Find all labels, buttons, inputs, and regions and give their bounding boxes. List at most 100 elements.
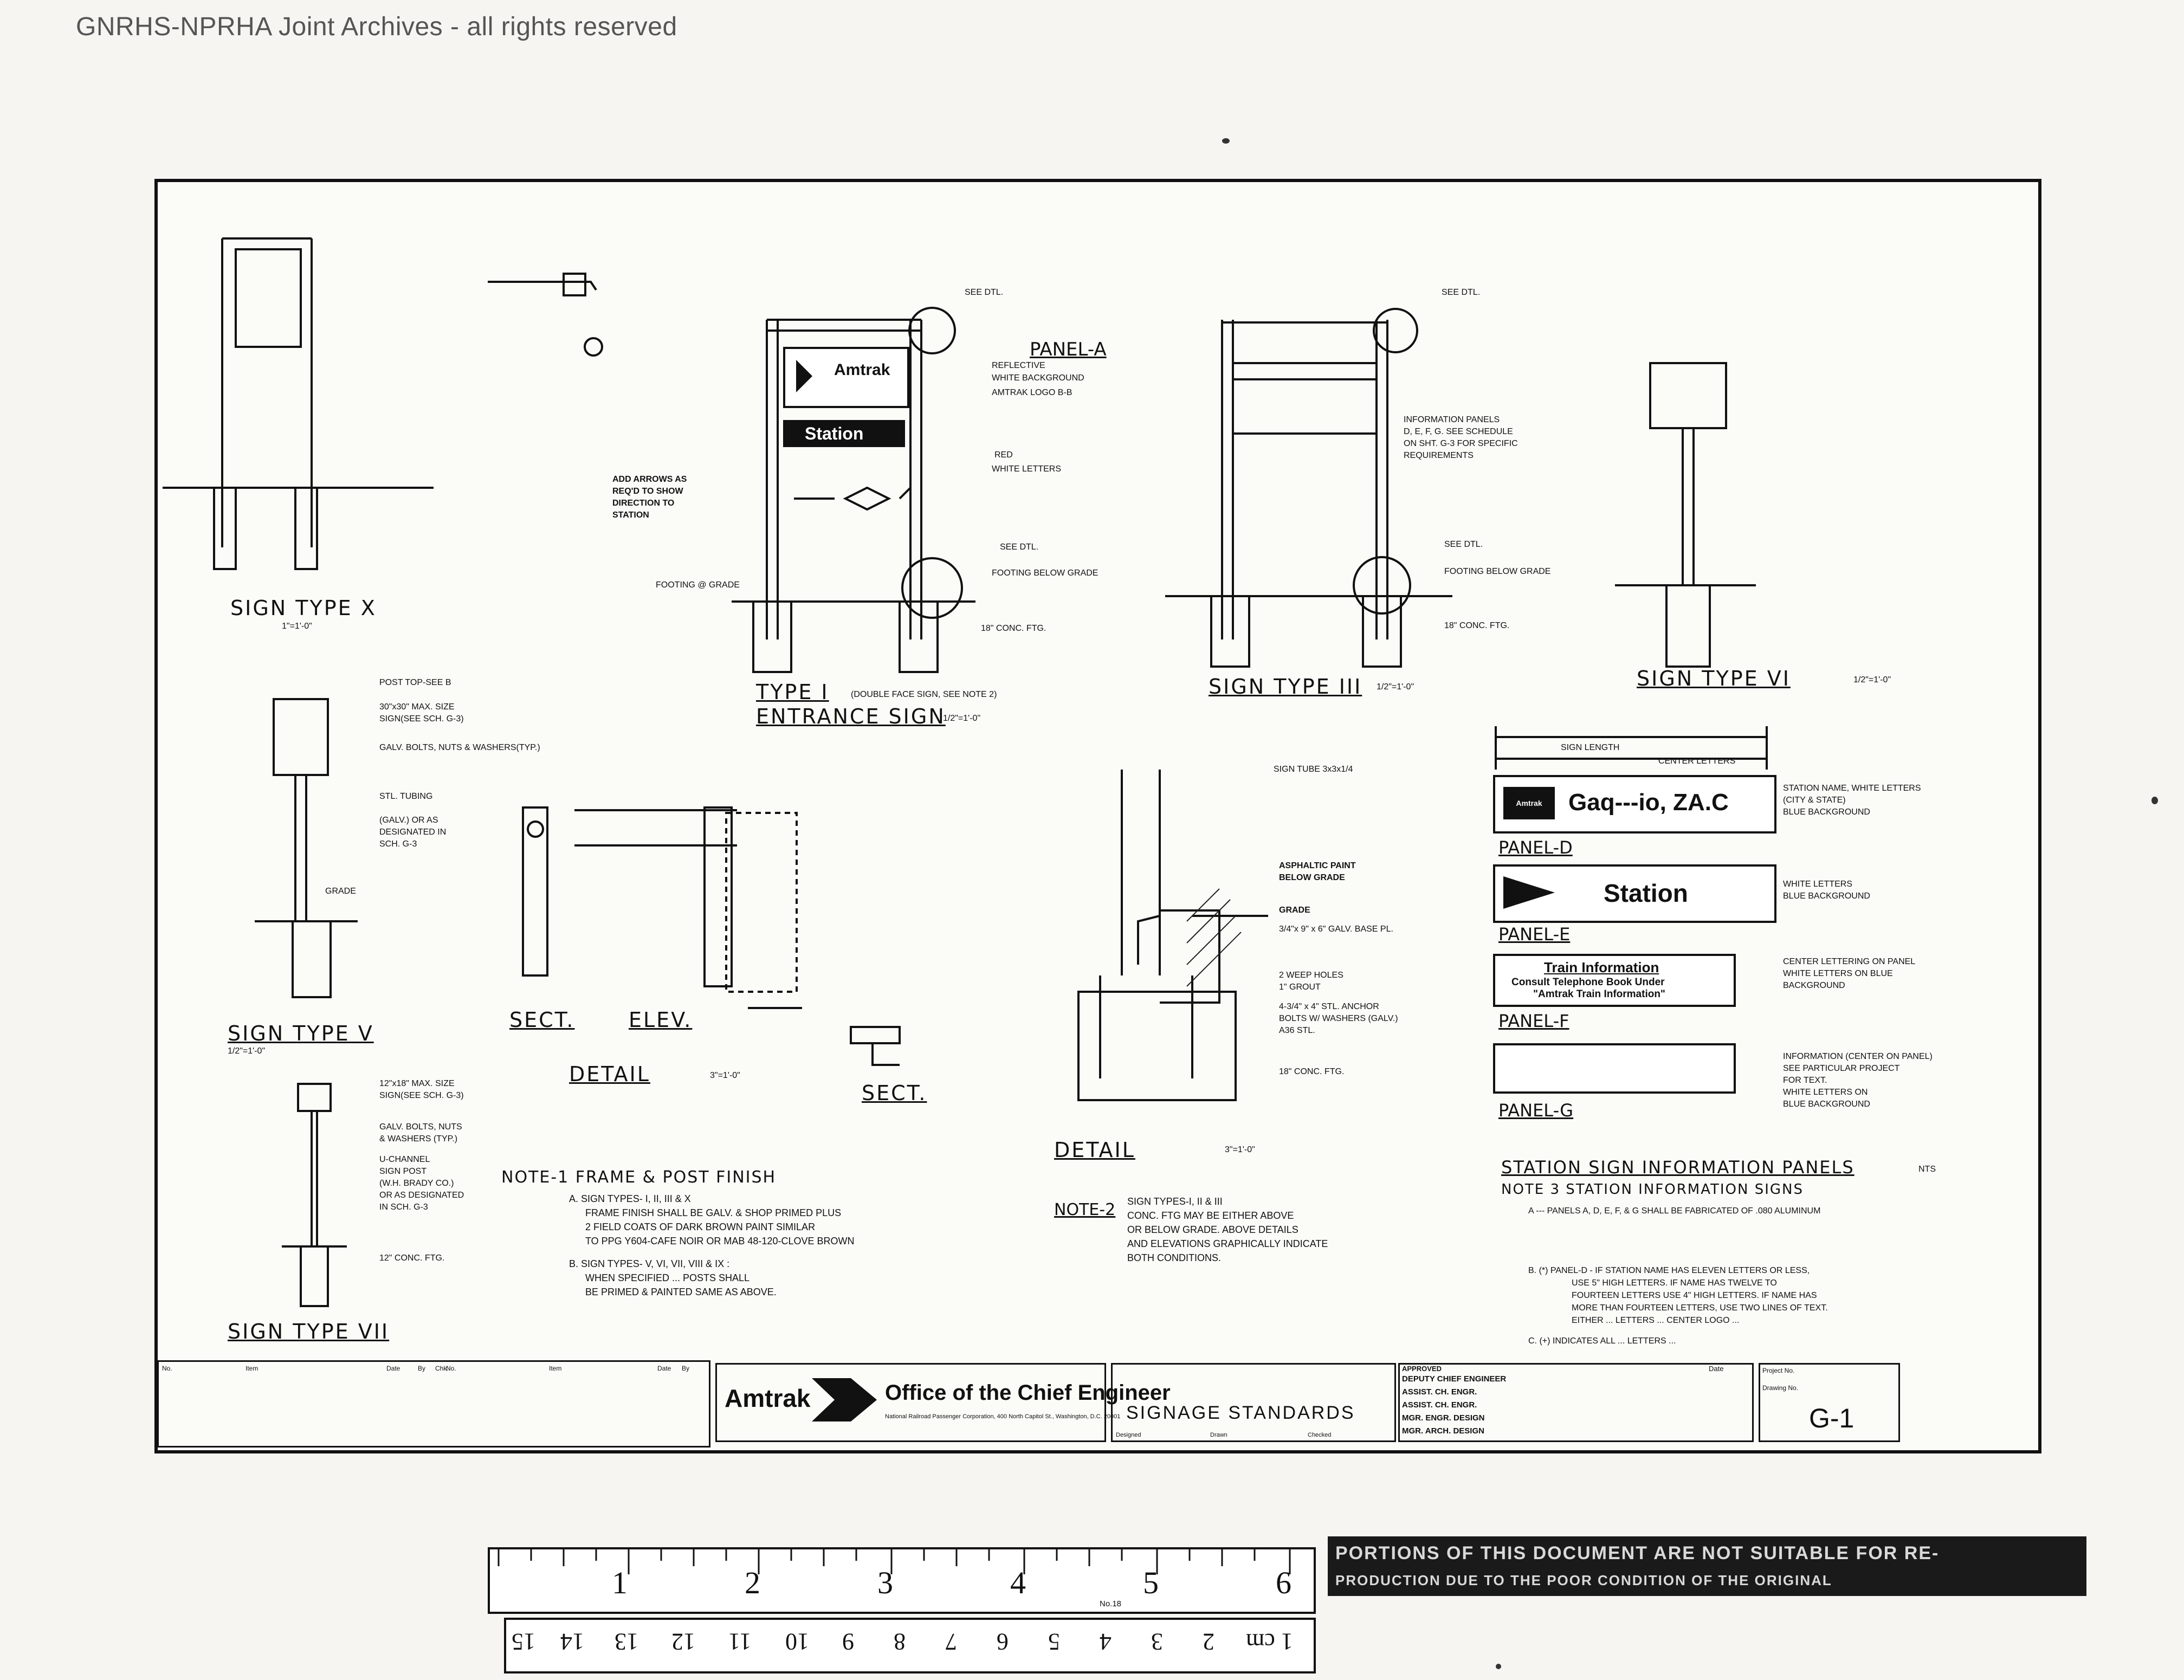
detail-text-4: BOLTS W/ WASHERS (GALV.) (1279, 1014, 1398, 1023)
note-1-line-5: B. SIGN TYPES- V, VI, VII, VIII & IX : (569, 1258, 730, 1269)
red-callout: RED (994, 450, 1013, 460)
reproduction-stamp: PORTIONS OF THIS DOCUMENT ARE NOT SUITAB… (1328, 1536, 2086, 1596)
cm-ruler: 1 cm 2 3 4 5 6 7 8 9 10 11 12 13 14 15 (504, 1618, 1316, 1673)
ruler-inch-1: 1 (612, 1565, 628, 1600)
note-3-line-1: A --- PANELS A, D, E, F, & G SHALL BE FA… (1528, 1206, 1821, 1216)
add-arrows-1: ADD ARROWS AS (612, 475, 687, 484)
type-vii-note-9: IN SCH. G-3 (379, 1203, 428, 1212)
sign-type-vii-title: SIGN TYPE VII (228, 1320, 390, 1343)
drawing-number-block: Project No. Drawing No. G-1 (1759, 1363, 1900, 1442)
type-v-note-5: STL. TUBING (379, 792, 433, 801)
see-dtl-type-iii: SEE DTL. (1444, 540, 1483, 549)
detail-text-2: 3/4"x 9" x 6" GALV. BASE PL. (1279, 925, 1393, 934)
type-vii-note-10: 12" CONC. FTG. (379, 1253, 445, 1263)
panel-a-logo-text: Amtrak (834, 361, 890, 379)
detail-text-1: SIGN TUBE 3x3x1/4 (1274, 765, 1353, 774)
sheet-title-block: SIGNAGE STANDARDS Designed Drawn Checked (1111, 1363, 1396, 1442)
type-v-note-8: SCH. G-3 (379, 839, 417, 849)
panel-f-sign: Train Information Consult Telephone Book… (1493, 954, 1736, 1007)
type-v-note-3: SIGN(SEE SCH. G-3) (379, 714, 464, 723)
panel-d-note-1: STATION NAME, WHITE LETTERS (1783, 784, 1921, 793)
type-vii-note-6: SIGN POST (379, 1167, 427, 1176)
sign-type-v-scale: 1/2"=1'-0" (228, 1046, 266, 1056)
note-1-line-3: 2 FIELD COATS OF DARK BROWN PAINT SIMILA… (585, 1222, 816, 1232)
sign-type-x-scale: 1"=1'-0" (282, 622, 312, 631)
type-vii-note-4: & WASHERS (TYP.) (379, 1134, 458, 1143)
title-block: No. Item Date By Chk. No. Item Date By A… (157, 1360, 2035, 1448)
approvals-date-label: Date (1709, 1365, 1724, 1373)
note-3-line-2: B. (*) PANEL-D - IF STATION NAME HAS ELE… (1528, 1266, 1810, 1275)
archive-watermark: GNRHS-NPRHA Joint Archives - all rights … (76, 12, 677, 41)
type-vii-note-7: (W.H. BRADY CO.) (379, 1179, 454, 1188)
add-arrows-3: DIRECTION TO (612, 499, 675, 508)
panel-e-sign: Station (1493, 864, 1776, 923)
checked-label: Checked (1308, 1432, 1332, 1438)
note-1-line-4: TO PPG Y604-CAFE NOIR OR MAB 48-120-CLOV… (585, 1236, 855, 1246)
type-i-title: TYPE I (756, 680, 829, 704)
drawing-number: G-1 (1809, 1403, 1855, 1433)
type-v-note-4: GALV. BOLTS, NUTS & WASHERS(TYP.) (379, 743, 540, 752)
type-vii-note-8: OR AS DESIGNATED (379, 1191, 464, 1200)
rev-col-date-2: Date (657, 1365, 671, 1372)
ruler-brand: No.18 (1100, 1599, 1122, 1608)
note-3-line-4: FOURTEEN LETTERS USE 4" HIGH LETTERS. IF… (1572, 1291, 1817, 1300)
info-panels-note-3: ON SHT. G-3 FOR SPECIFIC (1404, 439, 1518, 448)
panel-d-label: PANEL-D (1498, 837, 1573, 858)
sect-a-title: SECT. (509, 1008, 575, 1032)
panel-g-note-4: WHITE LETTERS ON (1783, 1088, 1868, 1097)
note-3-line-5: MORE THAN FOURTEEN LETTERS, USE TWO LINE… (1572, 1303, 1828, 1313)
panel-a-note-2: WHITE BACKGROUND (992, 373, 1084, 383)
note-1-line-2: FRAME FINISH SHALL BE GALV. & SHOP PRIME… (585, 1207, 842, 1218)
asphaltic-paint-2: BELOW GRADE (1279, 873, 1345, 882)
rev-col-no-2: No. (446, 1365, 456, 1372)
rev-col-item: Item (245, 1365, 259, 1372)
panel-e-label: PANEL-E (1498, 924, 1571, 945)
rev-col-by: By (418, 1365, 426, 1372)
stamp-line-1: PORTIONS OF THIS DOCUMENT ARE NOT SUITAB… (1335, 1543, 1940, 1563)
add-arrows-2: REQ'D TO SHOW (612, 487, 683, 496)
stamp-line-2: PRODUCTION DUE TO THE POOR CONDITION OF … (1335, 1572, 1832, 1588)
type-v-note-6: (GALV.) OR AS (379, 816, 438, 825)
type-v-note-2: 30"x30" MAX. SIZE (379, 702, 455, 712)
office-name: Office of the Chief Engineer (885, 1381, 1171, 1405)
panel-f-line-3: "Amtrak Train Information" (1533, 988, 1665, 1000)
note-2-line-4: AND ELEVATIONS GRAPHICALLY INDICATE (1127, 1238, 1328, 1249)
note-3-title: NOTE 3 STATION INFORMATION SIGNS (1501, 1181, 1804, 1198)
conc-ftg-type-i: 18" CONC. FTG. (981, 624, 1046, 633)
note-2-line-5: BOTH CONDITIONS. (1127, 1252, 1222, 1263)
note-3-line-3: USE 5" HIGH LETTERS. IF NAME HAS TWELVE … (1572, 1278, 1777, 1288)
project-no-label: Project No. (1762, 1367, 1795, 1374)
panel-d-note-2: (CITY & STATE) (1783, 796, 1846, 805)
detail-text-8: 1" GROUT (1279, 983, 1321, 992)
approval-5: MGR. ARCH. DESIGN (1402, 1426, 1484, 1436)
type-v-note-7: DESIGNATED IN (379, 828, 447, 837)
note-1-line-1: A. SIGN TYPES- I, II, III & X (569, 1193, 691, 1204)
drawn-label: Drawn (1210, 1432, 1227, 1438)
ruler-inch-5: 5 (1143, 1565, 1159, 1600)
rev-col-chk: Chk. (435, 1365, 449, 1372)
sign-type-x-panel (235, 248, 302, 348)
panel-g-note-5: BLUE BACKGROUND (1783, 1100, 1870, 1109)
sign-type-v-title: SIGN TYPE V (228, 1022, 374, 1045)
rev-col-date: Date (386, 1365, 400, 1372)
scan-speck (1222, 138, 1230, 144)
revision-table: No. Item Date By Chk. No. Item Date By (157, 1360, 710, 1448)
note-2-title: NOTE-2 (1054, 1200, 1116, 1219)
type-v-grade: GRADE (325, 887, 356, 896)
detail-text-6: 18" CONC. FTG. (1279, 1067, 1345, 1076)
ruler-inch-4: 4 (1010, 1565, 1026, 1600)
rev-col-no: No. (162, 1365, 172, 1372)
info-panels-nts: NTS (1918, 1165, 1936, 1174)
ruler-inch-3: 3 (877, 1565, 893, 1600)
approval-4: MGR. ENGR. DESIGN (1402, 1413, 1485, 1423)
amtrak-logo-text: Amtrak (725, 1384, 811, 1412)
note-3-line-7: C. (+) INDICATES ALL ... LETTERS ... (1528, 1336, 1676, 1346)
entrance-sign-title: ENTRANCE SIGN (756, 705, 946, 728)
panel-g-note-1: INFORMATION (CENTER ON PANEL) (1783, 1052, 1933, 1061)
info-panels-note-4: REQUIREMENTS (1404, 451, 1474, 460)
detail-2-scale: 3"=1'-0" (1225, 1145, 1255, 1154)
footing-below-grade-type-iii: FOOTING BELOW GRADE (1444, 567, 1551, 576)
footing-below-grade-type-i: FOOTING BELOW GRADE (992, 568, 1099, 578)
sign-type-iii-title: SIGN TYPE III (1209, 675, 1362, 699)
